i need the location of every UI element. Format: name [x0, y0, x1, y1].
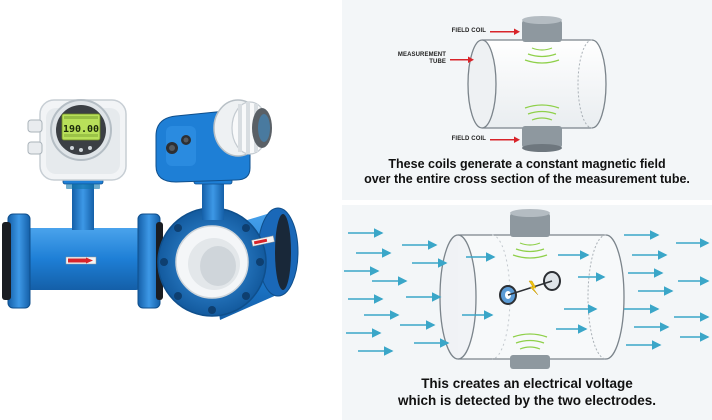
flowmeter-angled — [155, 99, 299, 320]
label-field-coil-top: FIELD COIL — [451, 28, 486, 34]
electrode-caption: This creates an electrical voltage which… — [342, 375, 712, 409]
label-field-coil-bottom: FIELD COIL — [451, 136, 486, 142]
coil-diagram-panel: FIELD COIL MEASUREMENT TUBE FIELD COIL T… — [342, 0, 712, 200]
flowmeter-front: 190.00 — [2, 99, 163, 309]
flowmeter-illustration: 190.00 — [2, 99, 299, 320]
coil-caption: These coils generate a constant magnetic… — [342, 157, 712, 187]
label-tube: TUBE — [429, 59, 446, 65]
coil-diagram — [450, 16, 607, 152]
label-arrows — [450, 28, 520, 143]
magnetic-field-waves — [524, 47, 560, 121]
coil-caption-line1: These coils generate a constant magnetic… — [388, 157, 666, 171]
flowmeter-photo: 190.00 — [0, 0, 340, 420]
field-coil-top — [522, 16, 562, 42]
flow-arrows — [344, 228, 710, 356]
measurement-tube — [467, 39, 607, 129]
field-coil-top-2 — [510, 209, 550, 237]
magnetic-field-waves-2 — [512, 242, 548, 350]
label-measurement: MEASUREMENT — [397, 52, 446, 58]
electrode-caption-line1: This creates an electrical voltage — [421, 376, 633, 391]
coil-caption-line2: over the entire cross section of the mea… — [364, 172, 690, 186]
electrode-caption-line2: which is detected by the two electrodes. — [397, 393, 657, 408]
field-coil-bottom-2 — [510, 355, 550, 369]
electrode-diagram-panel: This creates an electrical voltage which… — [342, 205, 712, 420]
voltage-spark-icon — [528, 280, 539, 296]
lcd-reading: 190.00 — [63, 124, 99, 135]
electrode-diagram — [344, 209, 710, 369]
field-coil-bottom — [522, 126, 562, 152]
